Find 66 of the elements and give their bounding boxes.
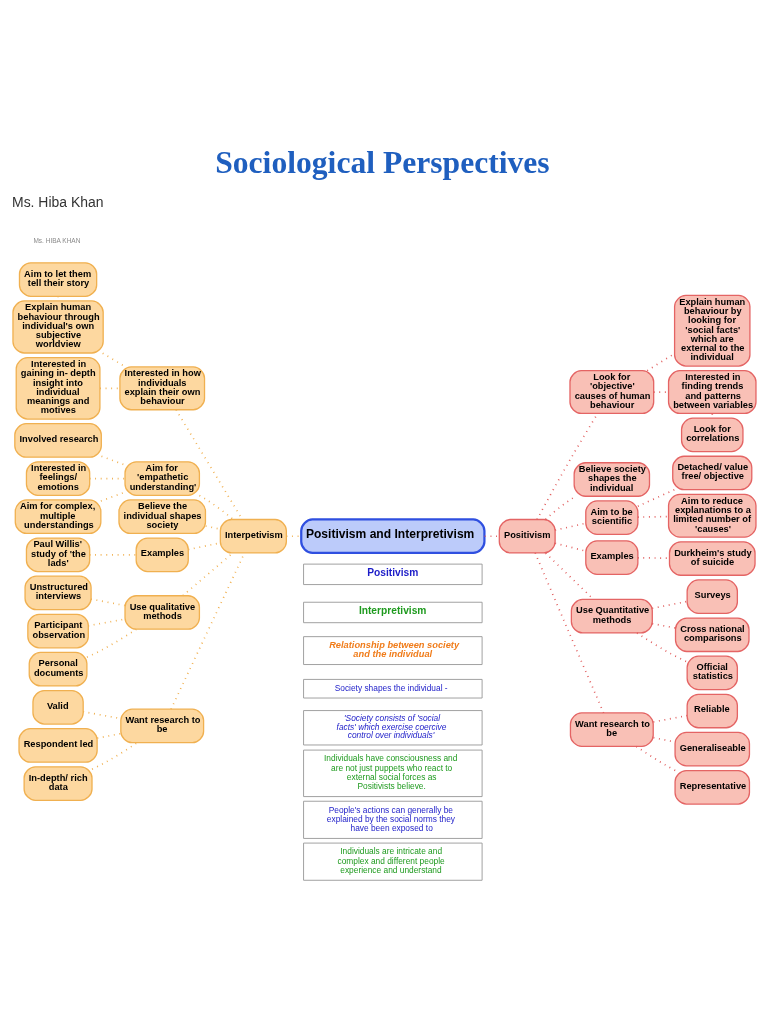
label: Society shapes the individual - [334, 682, 448, 693]
node-box: Durkheim's study of suicide [668, 540, 756, 576]
node-box: Respondent led [18, 727, 98, 763]
node-box: Interested in gaining in- depth insight into individual meanings and motives [15, 356, 101, 420]
node-box: Official statistics [686, 655, 738, 690]
connector [175, 408, 244, 520]
node-box: Aim to reduce explanations to a limited number of 'causes' [667, 493, 757, 538]
label: Positivism [367, 566, 419, 578]
node-box: Personal documents [28, 651, 88, 687]
node-box: Interested in feelings/ emotions [25, 460, 91, 496]
label: 'Society consists of 'social facts' which exercise coercive control over individuals' [336, 712, 447, 740]
node-box: Interested in how individuals explain their own behaviour [119, 365, 206, 410]
node-box: Representative [674, 769, 751, 805]
label: Relationship between society and the individual [329, 639, 460, 659]
connector [100, 454, 126, 466]
node-box: Unstructured interviews [24, 575, 92, 610]
node-box: Paul Willis' study of 'the lads' [25, 536, 91, 572]
diagram-title: Sociological Perspectives [215, 144, 550, 180]
label: Interpretivism [358, 604, 427, 616]
connector [636, 631, 688, 663]
node-box: Examples [585, 539, 639, 575]
node-box: Explain human behaviour by looking for 'social facts' which are external to the individual [673, 294, 751, 367]
label: Individuals have consciousness and are not just puppets who react to external social forces as Positivists believe. [324, 752, 458, 791]
node-box: Valid [32, 689, 84, 725]
node-box: Believe the individual shapes society [118, 498, 207, 534]
node-box: Aim for complex, multiple understandings [14, 498, 102, 534]
label: Ms. Hiba Khan [12, 193, 104, 210]
node-box: Want research to be [120, 708, 205, 743]
connector [637, 488, 676, 507]
node-box: Examples [135, 536, 189, 572]
connector [651, 622, 677, 629]
node-box: Want research to be [569, 711, 654, 747]
node-box: Use qualitative methods [124, 594, 201, 630]
connector [96, 732, 122, 739]
connector [651, 600, 688, 609]
node-box: Look for correlations [680, 416, 744, 452]
label: Individuals are intricate and complex and different people experience and understand [337, 845, 445, 875]
node-box: Believe society shapes the individual [573, 461, 651, 497]
connector [100, 490, 126, 502]
connector [534, 551, 605, 714]
node-box: In-depth/ rich data [23, 765, 93, 801]
connector [198, 494, 234, 520]
node-box: Interpetivism [219, 518, 287, 554]
node-box: Positivism and Interpretivism [300, 517, 486, 554]
node-box: Use Quantitative methods [570, 598, 653, 634]
node-box: Involved research [14, 422, 102, 458]
node-box: Participant observation [27, 613, 89, 648]
node-box: Positivism [498, 518, 556, 554]
connector [554, 521, 587, 531]
connector [86, 627, 138, 658]
node-box: Look for 'objective' causes of human behaviour [569, 369, 655, 414]
node-box: Detached/ value free/ objective [672, 455, 753, 490]
node-box: Surveys [686, 578, 738, 614]
node-box: Reliable [686, 693, 738, 728]
connector [91, 741, 139, 770]
node-box: Aim to be scientific [585, 499, 639, 535]
connector [635, 745, 677, 771]
label: People's actions can generally be explained by the social norms they have been exposed to [326, 804, 456, 833]
connector [652, 714, 688, 723]
node-box: Aim for 'empathetic understanding' [124, 460, 201, 496]
node-box: Aim to let them tell their story [18, 261, 98, 297]
node-box: Explain human behaviour through individual's own subjective worldview [12, 299, 104, 354]
node-box: Interested in finding trends and patterns between variables [667, 369, 757, 414]
connector [90, 597, 126, 606]
node-box: Cross national comparisons [674, 616, 750, 652]
node-box: Generaliseable [674, 731, 751, 767]
